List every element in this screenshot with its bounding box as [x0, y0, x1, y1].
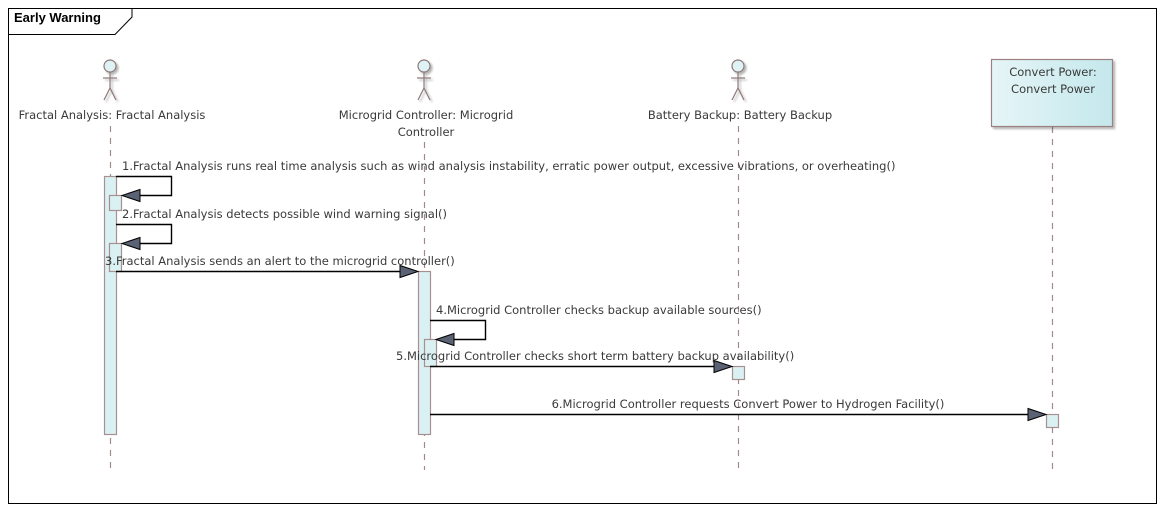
participant-convert[interactable]: Convert Power: Convert Power [990, 58, 1114, 128]
diagram-frame: Early Warning [8, 8, 1157, 504]
message-label: 6.Microgrid Controller requests Convert … [552, 397, 945, 411]
messages: 1.Fractal Analysis runs real time analys… [105, 159, 1048, 422]
lifelines [109, 126, 1054, 470]
actor-icon [417, 59, 431, 101]
frame-border [8, 8, 1157, 504]
arrowhead-icon [713, 359, 734, 374]
participant-label: Fractal Analysis: Fractal Analysis [19, 108, 206, 122]
activation-bar-battery [731, 365, 746, 381]
message-label: 4.Microgrid Controller checks backup ava… [436, 303, 762, 317]
participant-label: Controller [398, 125, 455, 139]
arrowhead-icon [120, 188, 141, 203]
message-label: 5.Microgrid Controller checks short term… [396, 349, 794, 363]
activation-bar-fractal [108, 194, 123, 212]
frame-title: Early Warning [14, 10, 101, 25]
activation-bar-fractal [108, 242, 123, 273]
participant-label: Convert Power: [1009, 65, 1097, 79]
message-3[interactable]: 3.Fractal Analysis sends an alert to the… [105, 254, 455, 279]
activations [103, 175, 1060, 436]
message-line [116, 175, 173, 197]
participant-battery[interactable]: Battery Backup: Battery Backup [648, 59, 832, 122]
participant-fractal[interactable]: Fractal Analysis: Fractal Analysis [19, 59, 206, 122]
message-4[interactable]: 4.Microgrid Controller checks backup ava… [430, 303, 762, 347]
message-label: 1.Fractal Analysis runs real time analys… [122, 159, 895, 173]
arrowhead-icon [434, 332, 455, 347]
message-1[interactable]: 1.Fractal Analysis runs real time analys… [116, 159, 895, 203]
message-line [116, 223, 173, 245]
actor-icon [103, 59, 117, 101]
arrowhead-icon [1027, 407, 1048, 422]
frame-title-tab [8, 8, 133, 35]
participant-microgrid[interactable]: Microgrid Controller: MicrogridControlle… [339, 59, 514, 139]
activation-bar-fractal [103, 175, 118, 436]
participants: Fractal Analysis: Fractal Analysis Microg… [19, 58, 1114, 139]
message-line [430, 319, 487, 341]
message-label: 2.Fractal Analysis detects possible wind… [122, 207, 447, 221]
participant-label: Convert Power [1011, 82, 1095, 96]
message-5[interactable]: 5.Microgrid Controller checks short term… [396, 349, 794, 374]
actor-icon [731, 59, 745, 101]
message-6[interactable]: 6.Microgrid Controller requests Convert … [430, 397, 1048, 422]
activation-bar-convert [1045, 413, 1060, 429]
participant-label: Microgrid Controller: Microgrid [339, 108, 514, 122]
message-label: 3.Fractal Analysis sends an alert to the… [105, 254, 455, 268]
arrowhead-icon [399, 264, 420, 279]
arrowhead-icon [120, 236, 141, 251]
message-2[interactable]: 2.Fractal Analysis detects possible wind… [116, 207, 447, 251]
participant-box [990, 58, 1114, 128]
participant-label: Battery Backup: Battery Backup [648, 108, 832, 122]
